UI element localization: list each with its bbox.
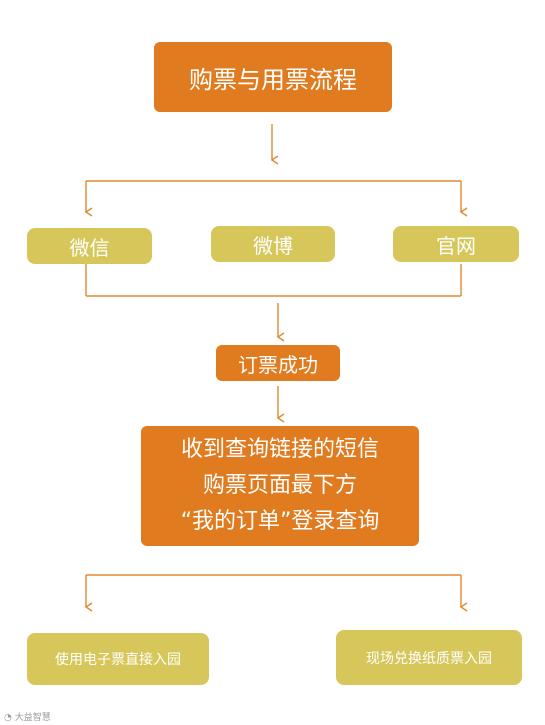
usage-paper: 现场兑换纸质票入园 <box>336 630 522 685</box>
query-line-3: “我的订单”登录查询 <box>180 509 380 534</box>
watermark-text: 大益智慧 <box>14 713 51 723</box>
usage-eticket-label: 使用电子票直接入园 <box>55 652 181 668</box>
success-box: 订票成功 <box>216 345 340 381</box>
channel-weixin: 微信 <box>27 228 152 264</box>
usage-eticket: 使用电子票直接入园 <box>27 633 209 685</box>
channel-weibo-label: 微博 <box>253 233 293 258</box>
query-line-2: 购票页面最下方 <box>202 473 357 498</box>
title-text: 购票与用票流程 <box>189 65 357 94</box>
watermark: ◔ 大益智慧 <box>4 710 51 723</box>
channel-guanwang-label: 官网 <box>436 233 476 258</box>
usage-paper-label: 现场兑换纸质票入园 <box>366 650 492 667</box>
weibo-logo-icon: ◔ <box>4 713 15 723</box>
query-line-1: 收到查询链接的短信 <box>180 437 379 462</box>
channel-weixin-label: 微信 <box>69 235 110 260</box>
title-box: 购票与用票流程 <box>154 42 392 112</box>
success-text: 订票成功 <box>238 352 318 377</box>
channel-guanwang: 官网 <box>393 226 519 262</box>
query-box: 收到查询链接的短信 购票页面最下方 “我的订单”登录查询 <box>141 426 419 546</box>
channel-weibo: 微博 <box>211 226 335 262</box>
